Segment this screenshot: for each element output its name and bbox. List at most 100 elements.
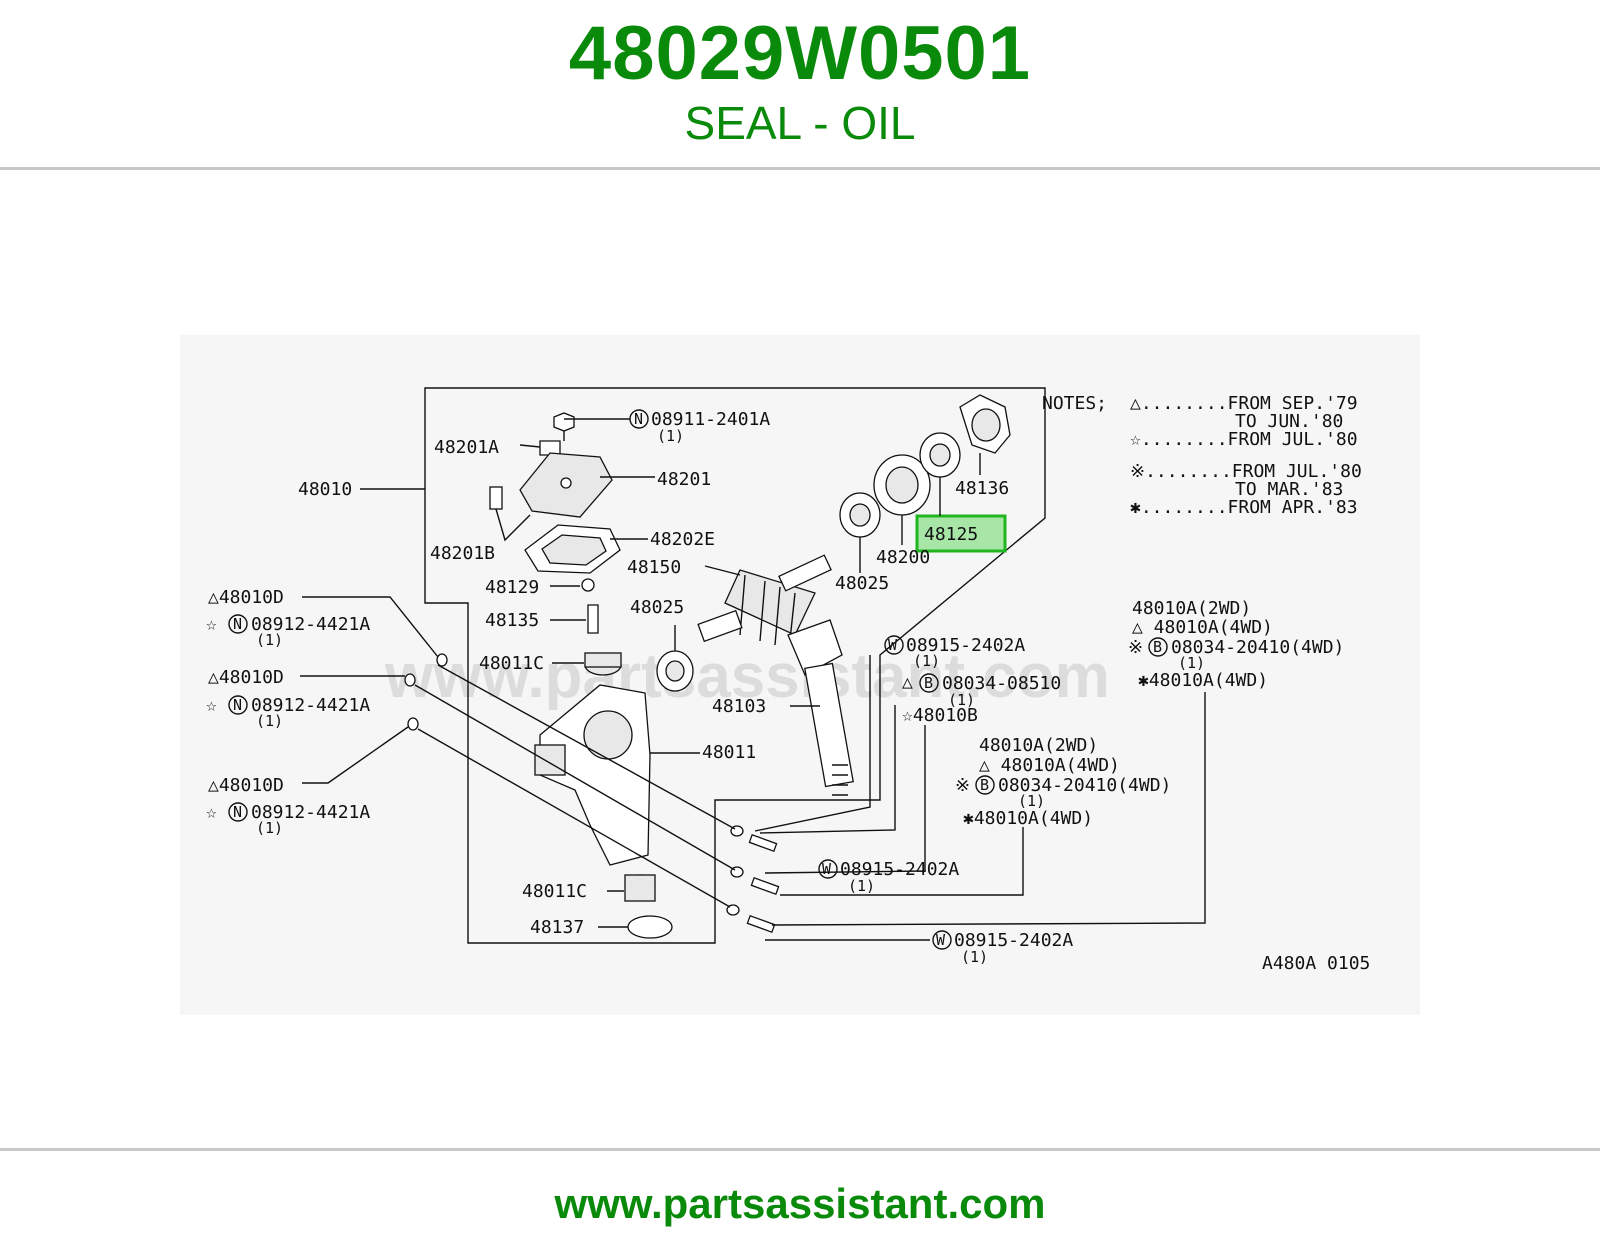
circle-B-icon [1148,637,1168,657]
label-48010[interactable]: 48010 [298,479,352,500]
circle-N-letter: N [233,803,242,821]
label-48010A-4WD-asterisk-2[interactable]: ✱48010A(4WD) [963,808,1093,829]
label-star-3: ☆ [206,802,217,823]
label-08915-2402A-1[interactable]: 08915-2402A [906,635,1025,656]
circle-N-icon [228,802,248,822]
label-48010A-4WD-2[interactable]: △ 48010A(4WD) [979,755,1120,776]
circle-N-icon [228,614,248,634]
part-number-title: 48029W0501 [568,11,1032,96]
part-48011-side [534,744,566,776]
circle-B-icon [975,775,995,795]
circle-N-letter: N [634,410,643,428]
label-08912-qty-2: (1) [256,712,283,730]
label-triangle-b: △ [902,672,913,693]
circle-N-letter: N [233,615,242,633]
label-48010D-2[interactable]: △48010D [208,667,284,688]
label-08911-qty: (1) [657,427,684,445]
label-08034-20410-qty-2: (1) [1018,792,1045,810]
label-48201A[interactable]: 48201A [434,437,499,458]
part-48011C-bottom-body [624,874,656,902]
bolt-washer-3 [726,904,740,916]
label-kome-2: ※ [955,775,970,796]
bolt-2 [750,876,780,896]
label-08034-20410-2[interactable]: 08034-20410(4WD) [998,775,1171,796]
label-48125[interactable]: 48125 [924,524,978,545]
label-48137[interactable]: 48137 [530,917,584,938]
label-48200[interactable]: 48200 [876,547,930,568]
label-08034-08510[interactable]: 08034-08510 [942,673,1061,694]
part-48137-seal [627,915,673,939]
label-08915-qty-2: (1) [848,877,875,895]
washer-1 [436,653,448,667]
label-48103[interactable]: 48103 [712,696,766,717]
label-08912-4421A-1[interactable]: 08912-4421A [251,614,370,635]
leader-lines [300,418,1206,941]
notes-line-2: ☆........FROM JUL.'80 [1130,429,1358,450]
circle-B-letter: B [1153,638,1162,656]
label-08912-qty-1: (1) [256,631,283,649]
label-48150[interactable]: 48150 [627,557,681,578]
circle-W-icon [818,859,838,879]
label-48010A-2WD-2[interactable]: 48010A(2WD) [979,735,1098,756]
circle-W-letter: W [936,931,946,949]
label-48010D-1[interactable]: △48010D [208,587,284,608]
label-48025-upper[interactable]: 48025 [835,573,889,594]
header-divider [0,167,1600,170]
assembly-boundary [424,387,1046,944]
diagram-code: A480A 0105 [1262,953,1370,974]
notes-line-4: ✱........FROM APR.'83 [1130,497,1358,518]
label-48010B[interactable]: ☆48010B [902,705,978,726]
circle-B-letter: B [980,776,989,794]
circle-N-icon [228,695,248,715]
label-08915-2402A-3[interactable]: 08915-2402A [954,930,1073,951]
highlighted-part-box[interactable] [915,514,1007,553]
label-48010A-4WD-1[interactable]: △ 48010A(4WD) [1132,617,1273,638]
part-48103-sector-shaft [787,619,854,796]
label-08915-2402A-2[interactable]: 08915-2402A [840,859,959,880]
label-48011C-bottom[interactable]: 48011C [522,881,587,902]
part-48129-nut [581,578,595,592]
label-08034-20410-1[interactable]: 08034-20410(4WD) [1171,637,1344,658]
bolt-1 [748,833,778,853]
label-08912-4421A-2[interactable]: 08912-4421A [251,695,370,716]
part-description: SEAL - OIL [684,97,916,149]
part-48125-oil-seal-inner[interactable] [929,443,951,467]
label-48201[interactable]: 48201 [657,469,711,490]
part-48025-bearing-lower-inner [665,660,685,682]
label-kome-1: ※ [1128,637,1143,658]
circle-N-icon [629,409,649,429]
part-nut-top [553,412,575,432]
parts-diagram-svg: www.partsassistant.com 48125 [206,387,1370,974]
label-48011C-top[interactable]: 48011C [479,653,544,674]
part-48150-worm [697,554,832,646]
label-48011[interactable]: 48011 [702,742,756,763]
part-48202E-gasket-inner [541,534,607,566]
label-48010A-4WD-asterisk-1[interactable]: ✱48010A(4WD) [1138,670,1268,691]
circle-N-letter: N [233,696,242,714]
notes-line-1b: TO JUN.'80 [1235,411,1343,432]
notes-line-1: △........FROM SEP.'79 [1130,393,1358,414]
label-48201B[interactable]: 48201B [430,543,495,564]
bolt-3 [746,914,776,934]
label-48010A-2WD-1[interactable]: 48010A(2WD) [1132,598,1251,619]
label-48025-lower[interactable]: 48025 [630,597,684,618]
label-48135[interactable]: 48135 [485,610,539,631]
label-48202E[interactable]: 48202E [650,529,715,550]
washer-2 [404,673,416,687]
circle-B-icon [919,673,939,693]
label-48136[interactable]: 48136 [955,478,1009,499]
label-08912-4421A-3[interactable]: 08912-4421A [251,802,370,823]
label-48010D-3[interactable]: △48010D [208,775,284,796]
label-08034-20410-qty-1: (1) [1178,654,1205,672]
label-08915-qty-3: (1) [961,948,988,966]
part-48011C-top-body [584,652,622,668]
footer-url-link[interactable]: www.partsassistant.com [554,1180,1046,1227]
part-48201B-bolt [489,486,503,510]
label-08915-qty-1: (1) [913,652,940,670]
circle-W-icon [932,930,952,950]
part-48135-screw [587,604,599,634]
label-48129[interactable]: 48129 [485,577,539,598]
label-08912-qty-3: (1) [256,819,283,837]
notes-line-3: ※........FROM JUL.'80 [1130,461,1362,482]
label-08911-2401A[interactable]: 08911-2401A [651,409,770,430]
